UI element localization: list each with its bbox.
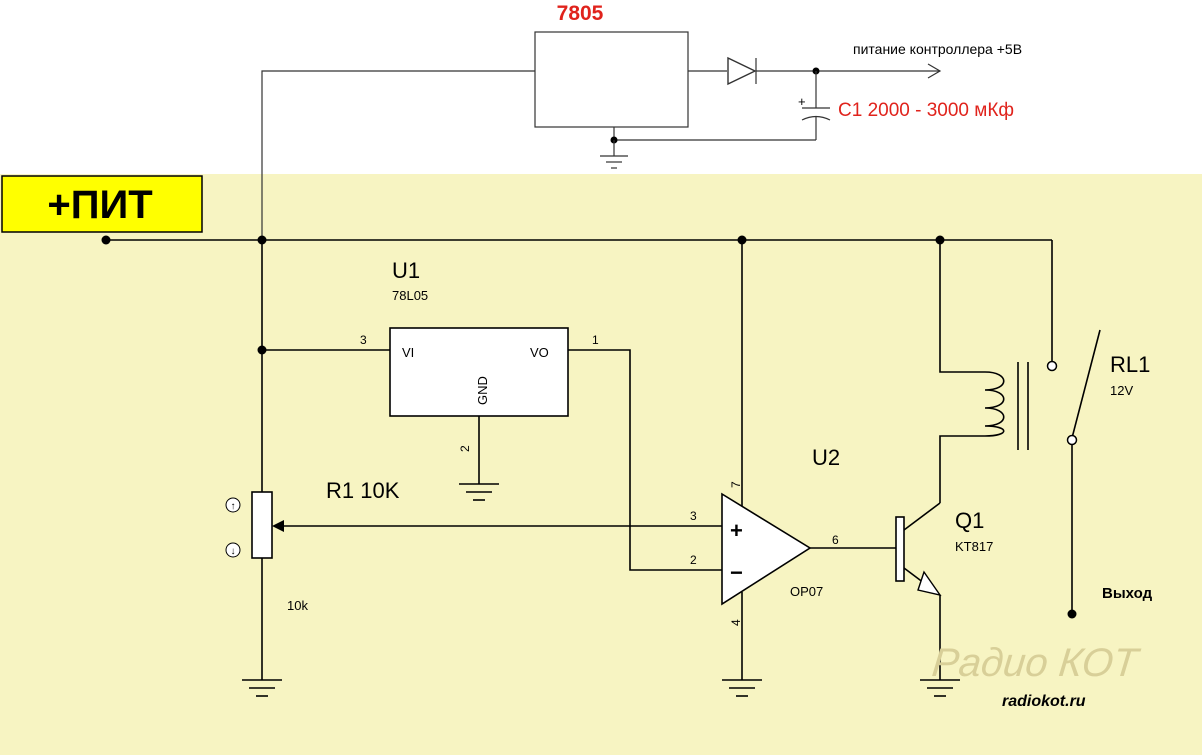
controller-supply-label: питание контроллера +5В <box>853 41 1022 57</box>
ground-icon-q1 <box>920 679 960 697</box>
diode <box>727 56 757 86</box>
r1-down-icon: ↓ <box>231 546 236 557</box>
transistor-q1 <box>895 502 942 680</box>
u1-pin-vo: VO <box>530 345 549 360</box>
regulator-input-wire <box>261 70 535 240</box>
u1-pin3: 3 <box>360 333 367 347</box>
r1-value: 10k <box>287 598 308 613</box>
potentiometer-r1: ↑ ↓ <box>225 491 722 680</box>
u1-part: 78L05 <box>392 288 428 303</box>
u2-ref: U2 <box>812 445 840 470</box>
u1-pin2: 2 <box>458 445 472 452</box>
u2-part: OP07 <box>790 584 823 599</box>
ground-icon-u1 <box>459 483 499 501</box>
regulator-7805: 7805 питание контроллера +5В + C1 2000 -… <box>261 2 1022 240</box>
regulator-7805-label: 7805 <box>557 2 604 25</box>
u1-regulator: U1 78L05 VI VO GND 3 1 2 <box>360 258 599 452</box>
u1-pin-gnd: GND <box>475 376 490 405</box>
opamp-u2: + − 3 2 6 7 4 <box>690 240 839 680</box>
u2-pin2: 2 <box>690 553 697 567</box>
u1-ref: U1 <box>392 258 420 283</box>
watermark-url: radiokot.ru <box>1002 693 1086 710</box>
q1-part: KT817 <box>955 539 993 554</box>
supply-badge <box>1 175 203 233</box>
relay-rl1 <box>939 240 1101 619</box>
ground-icon-top <box>600 155 628 169</box>
u1-pin1: 1 <box>592 333 599 347</box>
output-arrow-icon <box>927 63 942 79</box>
output-label: Выход <box>1102 585 1153 602</box>
rl1-voltage: 12V <box>1110 383 1133 398</box>
r1-label: R1 10K <box>326 478 400 503</box>
capacitor-c1: + <box>798 71 831 140</box>
supply-label: +ПИТ <box>47 183 152 227</box>
opamp-minus: − <box>730 560 743 585</box>
u2-pin3: 3 <box>690 509 697 523</box>
u2-pin7: 7 <box>729 481 743 488</box>
highlight-area <box>0 174 1202 755</box>
u2-pin6: 6 <box>832 533 839 547</box>
capacitor-c1-label: C1 2000 - 3000 мКф <box>838 100 1014 121</box>
rl1-ref: RL1 <box>1110 352 1150 377</box>
ground-icon-r1 <box>242 679 282 697</box>
watermark-logo: Радио КОТ <box>930 641 1142 685</box>
r1-up-icon: ↑ <box>231 501 236 512</box>
opamp-plus: + <box>730 518 743 543</box>
capacitor-plus-label: + <box>798 94 806 109</box>
u1-pin-vi: VI <box>402 345 414 360</box>
q1-ref: Q1 <box>955 508 984 533</box>
u2-pin4: 4 <box>729 619 743 626</box>
ground-icon-u2 <box>722 679 762 697</box>
emitter-arrow-icon <box>917 570 942 597</box>
